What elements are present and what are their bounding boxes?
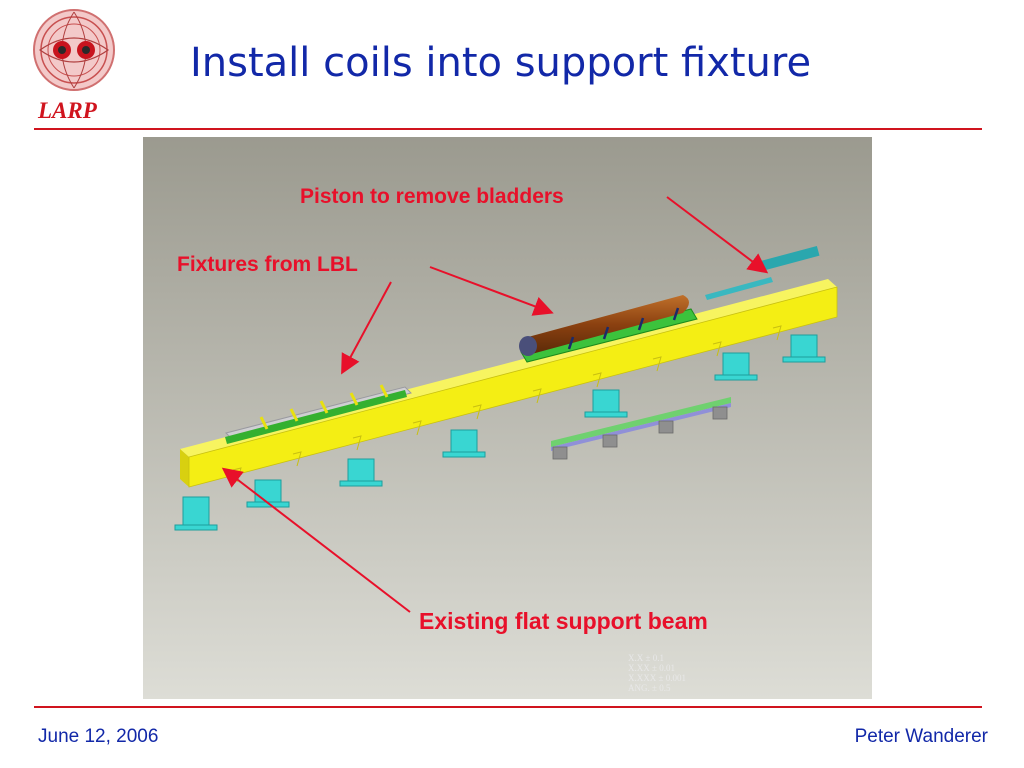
callout-fixtures: Fixtures from LBL [177,253,358,276]
callout-piston: Piston to remove bladders [300,185,564,208]
larp-logo-icon [33,9,115,91]
cad-figure: Piston to remove bladders Fixtures from … [143,137,872,699]
piston [705,245,820,300]
figure-background [143,137,872,699]
tolerance-line: X.XX ± 0.01 [628,663,675,673]
logo-text: LARP [38,98,97,123]
callout-beam: Existing flat support beam [419,608,708,634]
lbl-fixtures-right [519,295,698,363]
tolerance-line: ANG. ± 0.5 [628,683,671,693]
tolerance-line: X.XXX ± 0.001 [628,673,686,683]
lbl-fixtures-left [225,384,412,444]
slide-title: Install coils into support fixture [190,40,812,86]
footer-author: Peter Wanderer [854,726,988,747]
footer-date: June 12, 2006 [38,726,159,747]
top-divider [34,128,982,130]
bottom-divider [34,706,982,708]
tolerance-block: X.X ± 0.1 X.XX ± 0.01 X.XXX ± 0.001 ANG.… [628,653,686,693]
tolerance-line: X.X ± 0.1 [628,653,664,663]
support-legs [174,334,826,531]
callout-arrows [221,196,769,613]
floor-rail [551,397,731,460]
